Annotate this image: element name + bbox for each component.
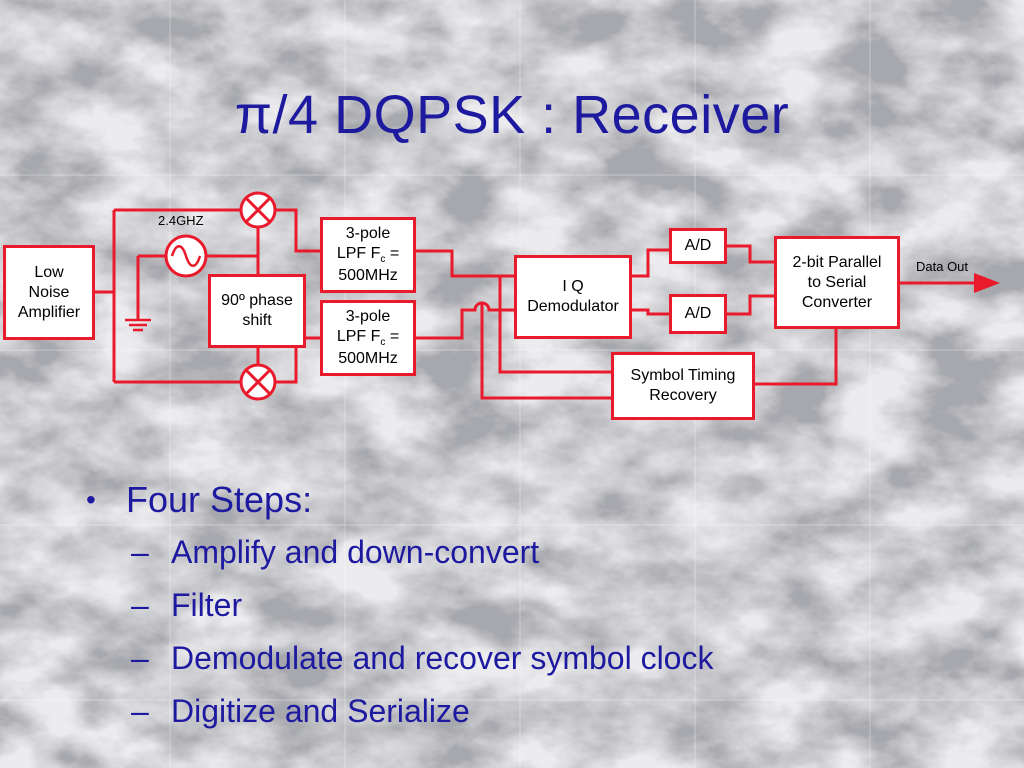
lna-line-2: Noise bbox=[28, 283, 70, 301]
lpf-bottom-line-1: 3-pole bbox=[345, 307, 391, 325]
lna-line-1: Low bbox=[34, 263, 64, 281]
block-symbol-timing-recovery: Symbol Timing Recovery bbox=[611, 352, 755, 420]
serializer-line-2: to Serial bbox=[807, 273, 867, 291]
list-item: – Digitize and Serialize bbox=[131, 685, 713, 738]
mixer-bottom-icon bbox=[239, 363, 277, 401]
bullet-heading-text: Four Steps: bbox=[126, 479, 313, 520]
list-item: – Filter bbox=[131, 579, 713, 632]
phase-shift-line-2: shift bbox=[242, 312, 272, 329]
block-ad-top: A/D bbox=[669, 228, 727, 264]
wire-lpf-bottom-to-demod bbox=[416, 301, 514, 340]
block-iq-demodulator: I Q Demodulator bbox=[514, 255, 632, 339]
dash-marker: – bbox=[131, 534, 149, 570]
wire-timing-feed-i bbox=[498, 276, 611, 374]
lpf-top-line-1: 3-pole bbox=[345, 224, 391, 242]
timing-line-2: Recovery bbox=[649, 387, 717, 404]
block-phase-shift: 90º phase shift bbox=[208, 274, 306, 348]
list-item-text: Digitize and Serialize bbox=[171, 693, 470, 729]
block-low-noise-amplifier: Low Noise Amplifier bbox=[3, 245, 95, 340]
mixer-top-icon bbox=[239, 191, 277, 229]
wire-ad-bottom-to-ser bbox=[727, 294, 774, 316]
timing-line-1: Symbol Timing bbox=[630, 367, 736, 384]
wire-ad-top-to-ser bbox=[727, 244, 774, 264]
iq-demod-line-1: I Q bbox=[562, 278, 584, 295]
wire-timing-to-ser bbox=[755, 329, 838, 386]
block-parallel-to-serial-converter: 2-bit Parallel to Serial Converter bbox=[774, 236, 900, 329]
block-lpf-bottom: 3-pole LPF Fc = 500MHz bbox=[320, 300, 416, 376]
wire-demod-to-ad-bottom bbox=[632, 308, 669, 316]
block-ad-bottom: A/D bbox=[669, 294, 727, 334]
oscillator-label: 2.4GHZ bbox=[158, 213, 204, 228]
list-item-text: Amplify and down-convert bbox=[171, 534, 540, 570]
list-item-text: Demodulate and recover symbol clock bbox=[171, 640, 714, 676]
iq-demod-line-2: Demodulator bbox=[527, 298, 619, 315]
wire-timing-feed-q bbox=[480, 304, 611, 400]
bullet-marker: • bbox=[86, 484, 96, 515]
slide-title: π/4 DQPSK : Receiver bbox=[234, 85, 790, 145]
wire-osc-ground bbox=[136, 254, 165, 320]
ground-icon bbox=[125, 318, 151, 332]
lpf-bottom-line-3: 500MHz bbox=[338, 350, 398, 368]
wire-demod-to-ad-top bbox=[632, 248, 669, 278]
lpf-top-line-3: 500MHz bbox=[338, 267, 398, 285]
serializer-line-1: 2-bit Parallel bbox=[792, 253, 882, 271]
list-item-text: Filter bbox=[171, 587, 243, 623]
lna-line-3: Amplifier bbox=[17, 303, 81, 321]
wire-mixer-bottom-to-lpf bbox=[275, 336, 320, 384]
bullet-heading: • Four Steps: bbox=[86, 474, 713, 526]
dash-marker: – bbox=[131, 640, 149, 676]
wire-mixer-top-to-lpf bbox=[275, 208, 320, 253]
serializer-line-3: Converter bbox=[801, 293, 873, 311]
steps-list: • Four Steps: – Amplify and down-convert… bbox=[86, 474, 713, 738]
oscillator-icon bbox=[164, 234, 208, 278]
list-item: – Amplify and down-convert bbox=[131, 526, 713, 579]
list-item: – Demodulate and recover symbol clock bbox=[131, 632, 713, 685]
lpf-bottom-line-2: LPF Fc = bbox=[336, 327, 400, 348]
dash-marker: – bbox=[131, 587, 149, 623]
block-lpf-top: 3-pole LPF Fc = 500MHz bbox=[320, 217, 416, 293]
lpf-top-line-2: LPF Fc = bbox=[336, 244, 400, 265]
dash-marker: – bbox=[131, 693, 149, 729]
wire-lpf-top-to-demod bbox=[416, 249, 514, 278]
phase-shift-line-1: 90º phase bbox=[221, 292, 293, 309]
data-out-label: Data Out bbox=[916, 259, 969, 274]
data-out-arrow bbox=[974, 273, 1000, 293]
